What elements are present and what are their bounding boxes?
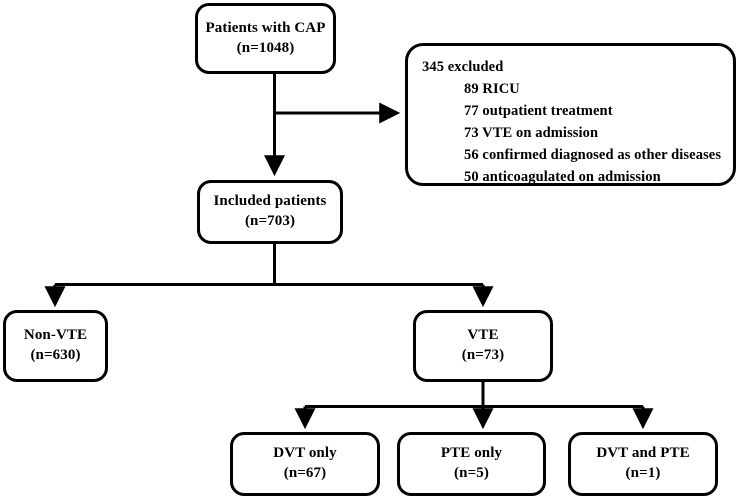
node-count: (n=73) bbox=[461, 347, 505, 363]
node-label: VTE bbox=[467, 327, 499, 344]
node-dvt-and-pte: DVT and PTE (n=1) bbox=[568, 432, 718, 496]
node-label: DVT only bbox=[273, 445, 337, 462]
node-dvt-only: DVT only (n=67) bbox=[230, 432, 380, 496]
excluded-reason-list: 89 RICU 77 outpatient treatment 73 VTE o… bbox=[422, 78, 721, 188]
node-label: Patients with CAP bbox=[205, 19, 326, 36]
excluded-heading: 345 excluded bbox=[422, 59, 504, 75]
node-vte: VTE (n=73) bbox=[413, 310, 553, 382]
node-non-vte: Non-VTE (n=630) bbox=[3, 310, 108, 382]
excluded-reason-item: 89 RICU bbox=[464, 81, 520, 98]
node-count: (n=1048) bbox=[236, 39, 295, 56]
node-count: (n=703) bbox=[244, 213, 296, 229]
excluded-reason-item: 73 VTE on admission bbox=[464, 125, 599, 142]
node-label: Non-VTE bbox=[23, 327, 88, 344]
excluded-reason-item: 77 outpatient treatment bbox=[464, 103, 613, 120]
node-count: (n=5) bbox=[454, 465, 489, 481]
node-included-patients: Included patients (n=703) bbox=[197, 180, 343, 244]
node-patients-with-cap: Patients with CAP (n=1048) bbox=[195, 3, 336, 74]
node-label: Included patients bbox=[213, 193, 327, 210]
node-label: DVT and PTE bbox=[596, 445, 690, 462]
node-excluded: 345 excluded 89 RICU 77 outpatient treat… bbox=[405, 43, 736, 186]
excluded-reason-item: 50 anticoagulated on admission bbox=[464, 169, 661, 186]
node-count: (n=630) bbox=[30, 347, 81, 363]
excluded-reason-item: 56 confirmed diagnosed as other diseases bbox=[464, 147, 722, 164]
node-count: (n=67) bbox=[283, 465, 327, 481]
node-pte-only: PTE only (n=5) bbox=[397, 432, 546, 496]
node-label: PTE only bbox=[440, 445, 503, 462]
node-count: (n=1) bbox=[625, 465, 661, 481]
